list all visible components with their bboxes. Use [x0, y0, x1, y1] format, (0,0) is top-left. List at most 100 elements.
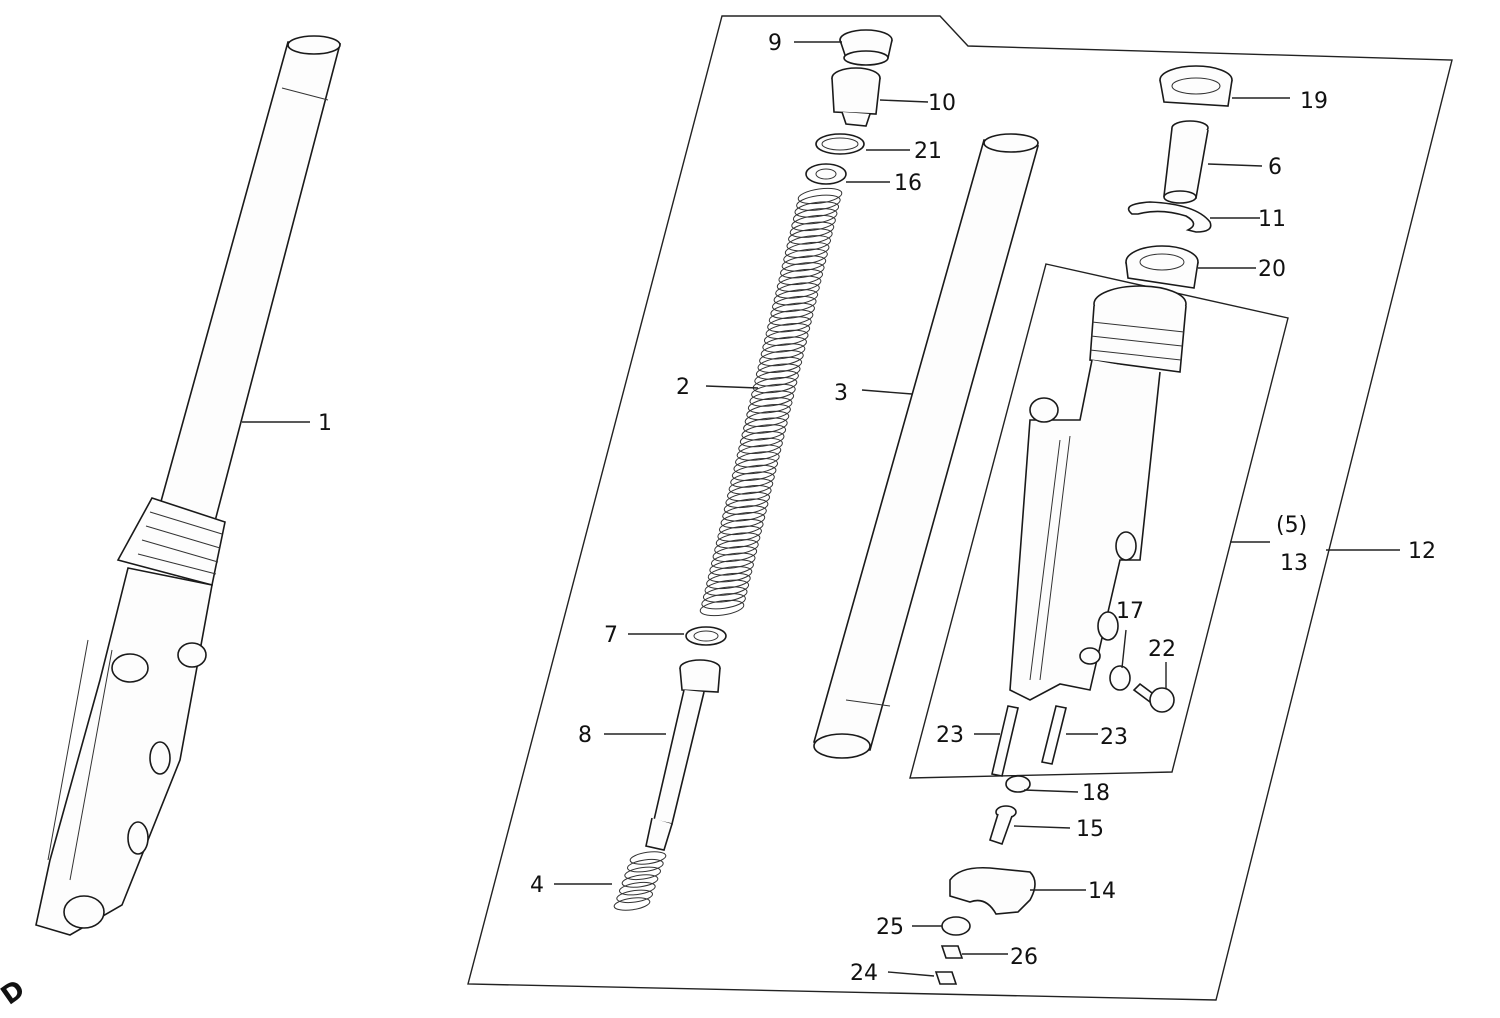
- spring-coil: [621, 874, 659, 888]
- spring-coil: [701, 593, 746, 610]
- nut-26: [940, 945, 964, 959]
- spring-coil: [706, 572, 751, 590]
- label-19: 19: [1300, 89, 1328, 114]
- spring-coil: [786, 235, 832, 252]
- spring-coil: [613, 897, 651, 911]
- washer-25: [941, 916, 971, 936]
- label-9: 9: [768, 31, 782, 56]
- label-24: 24: [850, 961, 878, 986]
- spring-coil: [730, 471, 775, 488]
- spring-coil: [773, 289, 819, 306]
- pin-23-left: [991, 705, 1019, 777]
- label-26: 26: [1010, 945, 1038, 970]
- spring-coil: [749, 390, 795, 407]
- label-16: 16: [894, 171, 922, 196]
- dust-seal-19: [1159, 65, 1233, 107]
- label-13: 13: [1280, 551, 1308, 576]
- spring-coil: [746, 404, 791, 421]
- washer-17: [1109, 665, 1131, 691]
- fork-spring-2: [699, 187, 843, 617]
- label-7: 7: [604, 623, 618, 648]
- spring-coil: [744, 410, 790, 427]
- label-20: 20: [1258, 257, 1286, 282]
- spring-coil: [699, 599, 745, 617]
- spring-coil: [725, 491, 771, 509]
- spring-coil: [728, 478, 774, 495]
- label-17: 17: [1116, 599, 1144, 624]
- spring-coil: [735, 451, 780, 468]
- spring-coil: [720, 512, 766, 529]
- fork-bolt-10: [831, 67, 881, 127]
- spring-coil: [796, 194, 841, 211]
- spring-coil: [775, 282, 820, 299]
- spring-coil: [770, 302, 815, 319]
- spring-coil: [715, 532, 761, 549]
- spring-coil: [709, 559, 754, 576]
- spring-coil: [763, 329, 809, 346]
- assembled-fork-1: [35, 35, 342, 936]
- spring-coil: [792, 208, 838, 225]
- spring-coil: [629, 851, 667, 865]
- spring-coil: [751, 383, 796, 400]
- spring-coil: [755, 363, 801, 380]
- label-6: 6: [1268, 155, 1282, 180]
- rebound-spring-4: [613, 851, 667, 911]
- label-11: 11: [1258, 207, 1286, 232]
- spring-coil: [783, 248, 828, 265]
- kit-boundary-12: [467, 15, 1453, 1001]
- spring-coil: [767, 316, 812, 333]
- label-18: 18: [1082, 781, 1110, 806]
- spring-coil: [776, 275, 822, 292]
- spring-coil: [784, 241, 830, 259]
- spring-coil: [794, 201, 840, 218]
- pin-23-right: [1041, 705, 1067, 765]
- label-23-right: 23: [1100, 725, 1128, 750]
- spring-coil: [736, 444, 782, 461]
- spring-coil: [765, 322, 811, 340]
- spring-coil: [618, 881, 656, 896]
- fork-cap-9: [839, 29, 893, 66]
- label-4: 4: [530, 873, 544, 898]
- label-3: 3: [834, 381, 848, 406]
- label-2: 2: [676, 375, 690, 400]
- label-1: 1: [318, 411, 332, 436]
- o-ring-21: [815, 133, 865, 155]
- label-23-left: 23: [936, 723, 964, 748]
- spring-coil: [704, 579, 750, 596]
- spring-coil: [760, 343, 806, 360]
- leader-lines: [242, 41, 1400, 977]
- spring-coil: [718, 518, 764, 536]
- spring-coil: [741, 424, 787, 441]
- nut-24: [934, 971, 958, 985]
- fork-tube-3: [812, 133, 1040, 759]
- spring-coil: [762, 336, 807, 353]
- spring-coil: [781, 255, 827, 272]
- washer-18: [1005, 775, 1031, 793]
- spring-coil: [780, 262, 825, 279]
- label-12: 12: [1408, 539, 1436, 564]
- label-25: 25: [876, 915, 904, 940]
- bottom-case-boundary-13: [909, 263, 1289, 779]
- axle-holder-14: [949, 866, 1036, 915]
- bottom-case-13: [1009, 285, 1187, 701]
- oil-seal-20: [1125, 245, 1199, 289]
- spring-coil: [717, 525, 762, 542]
- piston-ring-7: [685, 626, 727, 646]
- spring-coil: [788, 228, 833, 245]
- damper-rod-8: [645, 659, 721, 851]
- socket-bolt-15: [989, 805, 1017, 846]
- spring-coil: [778, 268, 824, 286]
- spring-coil: [710, 552, 756, 569]
- label-15: 15: [1076, 817, 1104, 842]
- label-21: 21: [914, 139, 942, 164]
- spring-coil: [739, 431, 785, 448]
- spring-coil: [626, 858, 664, 873]
- stopper-ring-11: [1127, 201, 1212, 233]
- label-22: 22: [1148, 637, 1176, 662]
- spring-coil: [723, 498, 769, 515]
- spring-coil: [616, 889, 654, 904]
- corner-fragment-text: D: [0, 974, 31, 1011]
- label-10: 10: [928, 91, 956, 116]
- spring-coil: [789, 221, 835, 238]
- label-5: (5): [1276, 513, 1307, 538]
